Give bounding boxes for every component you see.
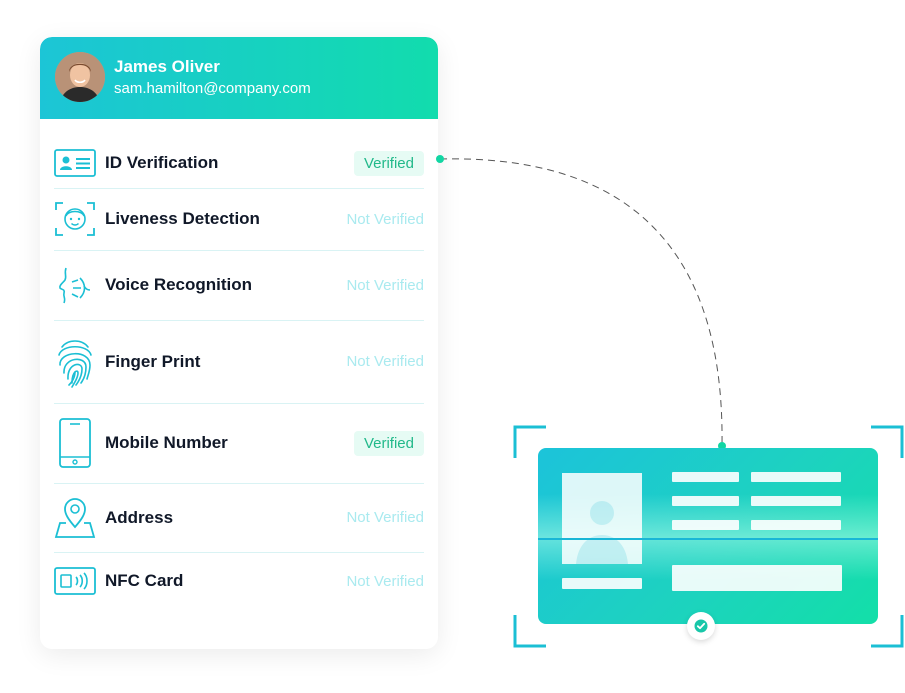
scan-line	[538, 538, 878, 540]
face-scan-icon	[54, 197, 96, 241]
mobile-phone-icon	[54, 415, 96, 471]
status-badge: Not Verified	[346, 210, 424, 228]
person-silhouette-icon	[576, 501, 628, 564]
verification-card: James Oliver sam.hamilton@company.com ID…	[40, 37, 438, 649]
avatar[interactable]	[55, 52, 105, 102]
info-bar	[751, 520, 841, 530]
verification-row-liveness[interactable]: Liveness Detection Not Verified	[54, 188, 424, 251]
id-card-icon	[54, 141, 96, 185]
info-block	[672, 565, 842, 591]
info-bar	[751, 496, 841, 506]
id-card-illustration	[538, 448, 878, 624]
verification-label: Voice Recognition	[105, 275, 253, 294]
status-badge: Not Verified	[346, 509, 424, 526]
info-bar	[672, 496, 739, 506]
photo-placeholder	[562, 473, 642, 564]
verification-label: Finger Print	[105, 351, 201, 371]
verification-row-address[interactable]: Address Not Verified	[54, 483, 424, 553]
verification-row-mobile[interactable]: Mobile Number Verified	[54, 403, 424, 484]
verification-row-voice[interactable]: Voice Recognition Not Verified	[54, 250, 424, 321]
avatar-illustration	[55, 52, 105, 102]
info-bar	[672, 520, 739, 530]
verification-label: Mobile Number	[105, 433, 228, 452]
verification-row-id[interactable]: ID Verification Verified	[54, 138, 424, 189]
id-scanner	[512, 424, 905, 649]
profile-header: James Oliver sam.hamilton@company.com	[40, 37, 438, 119]
user-name: James Oliver	[114, 57, 220, 76]
info-bar	[751, 472, 841, 482]
name-bar	[562, 578, 642, 589]
verification-label: ID Verification	[105, 153, 219, 172]
location-pin-icon	[54, 496, 96, 540]
verification-row-fingerprint[interactable]: Finger Print Not Verified	[54, 320, 424, 404]
scanner-frame-corners	[513, 425, 904, 648]
status-badge: Verified	[353, 430, 424, 456]
nfc-card-icon	[54, 559, 96, 603]
status-badge: Not Verified	[346, 353, 424, 370]
check-badge	[687, 612, 715, 640]
verification-label: Address	[105, 507, 174, 527]
verification-label: NFC Card	[105, 571, 184, 590]
status-badge: Not Verified	[346, 276, 424, 294]
check-icon	[694, 619, 708, 633]
status-badge: Not Verified	[346, 572, 424, 590]
status-badge: Verified	[353, 150, 424, 176]
user-email: sam.hamilton@company.com	[114, 80, 311, 97]
verification-label: Liveness Detection	[105, 209, 260, 228]
info-bar	[672, 472, 739, 482]
voice-icon	[54, 263, 96, 307]
verification-row-nfc[interactable]: NFC Card Not Verified	[54, 552, 424, 610]
fingerprint-icon	[54, 334, 96, 390]
